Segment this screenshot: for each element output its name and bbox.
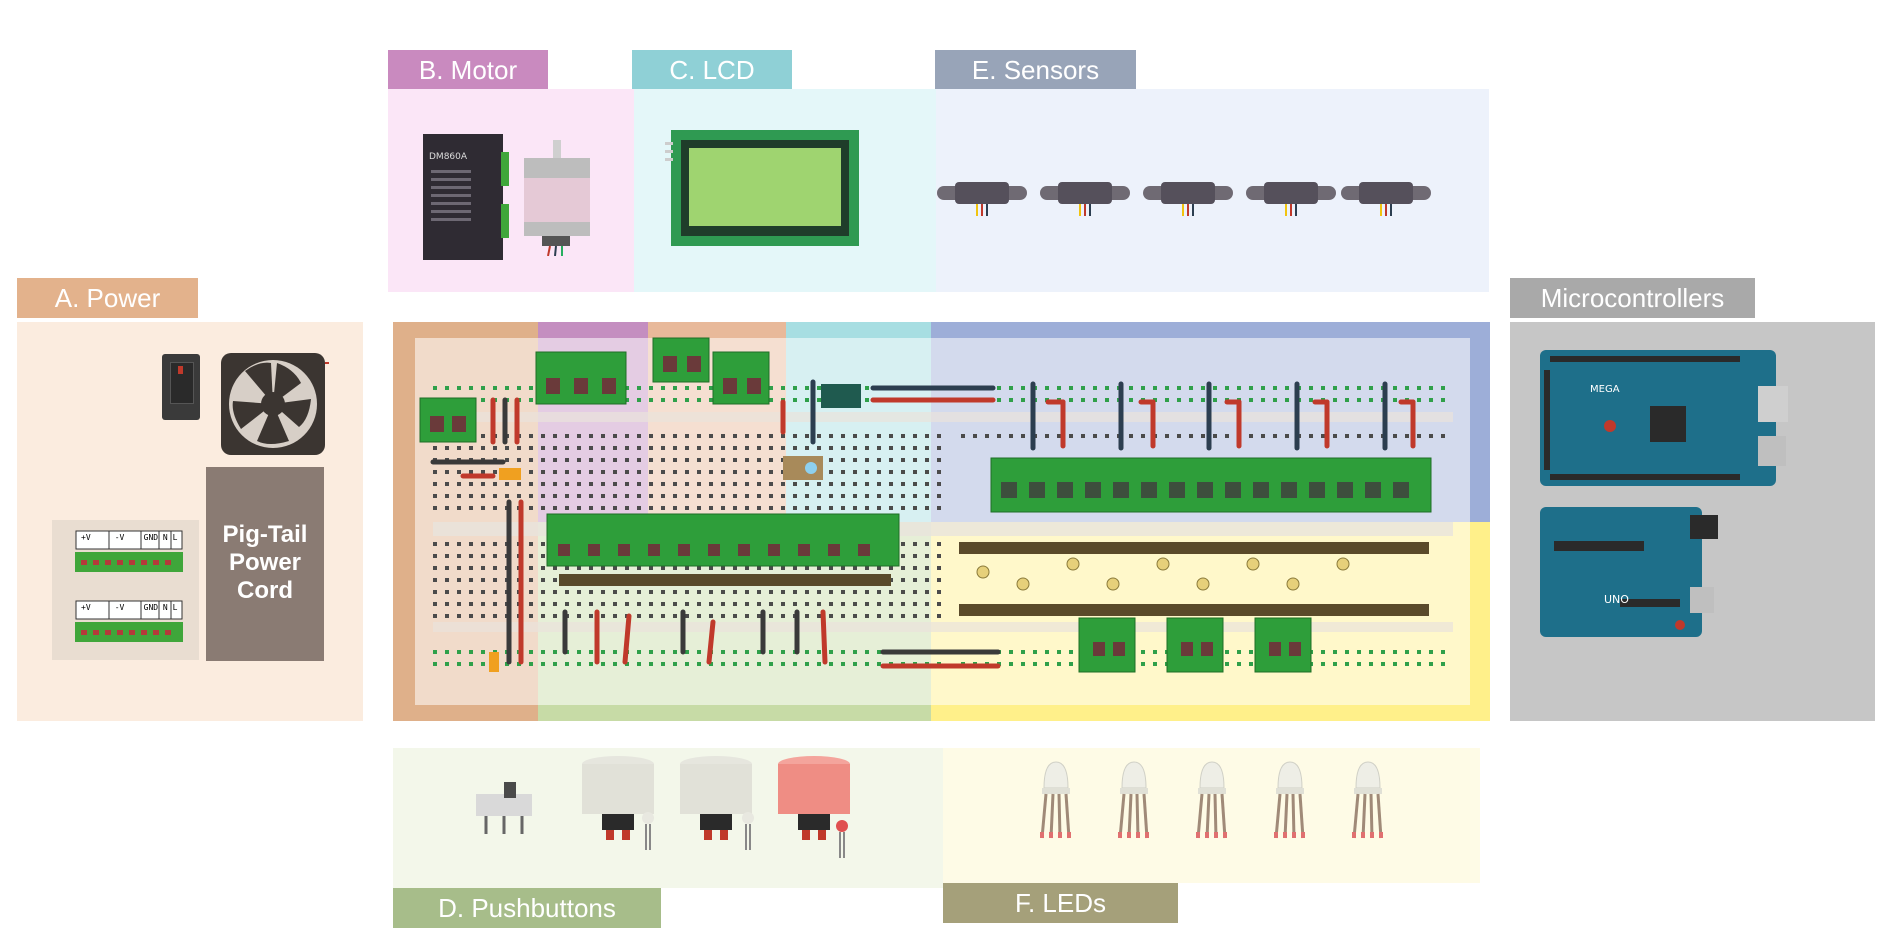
rgb-led-4 (1272, 758, 1308, 842)
label-leds: F. LEDs (943, 883, 1178, 923)
sensor-3 (1143, 182, 1233, 218)
label-lcd: C. LCD (632, 50, 792, 90)
pushbutton-3 (774, 754, 854, 850)
terminal-header-2: +V -V GND N L (81, 603, 178, 612)
power-terminal-block-1: +V -V GND N L (75, 530, 183, 574)
power-terminal-block-2: +V -V GND N L (75, 600, 183, 644)
slide-switch (476, 780, 532, 836)
lcd-display (665, 128, 861, 248)
label-pushbuttons: D. Pushbuttons (393, 888, 661, 928)
label-sensors: E. Sensors (935, 50, 1136, 90)
arduino-uno-board: UNO (1540, 507, 1720, 637)
rgb-led-5 (1350, 758, 1386, 842)
label-motor: B. Motor (388, 50, 548, 90)
arduino-mega-board: MEGA (1540, 350, 1790, 486)
small-led-2 (740, 810, 756, 852)
uno-label: UNO (1604, 593, 1629, 606)
pushbutton-1 (578, 754, 658, 850)
pigtail-line-1: Pig-Tail (222, 521, 308, 548)
rgb-led-3 (1194, 758, 1230, 842)
rocker-switch (162, 354, 200, 420)
sensor-2 (1040, 182, 1130, 218)
mega-label: MEGA (1590, 384, 1620, 395)
stepper-motor (522, 140, 592, 257)
pushbutton-2 (676, 754, 756, 850)
rgb-led-2 (1116, 758, 1152, 842)
driver-label: DM860A (429, 152, 468, 162)
pigtail-line-2: Power (228, 549, 302, 576)
pigtail-line-3: Cord (237, 577, 293, 604)
sensor-4 (1246, 182, 1336, 218)
sensor-5 (1341, 182, 1431, 218)
fan-icon (219, 351, 329, 457)
sensor-1 (937, 182, 1027, 218)
pigtail-power-cord: Pig-Tail Power Cord (206, 467, 324, 661)
stepper-driver: DM860A (423, 134, 509, 260)
label-microcontrollers: Microcontrollers (1510, 278, 1755, 318)
small-led-1 (640, 810, 656, 852)
small-led-red (834, 818, 850, 860)
rgb-led-1 (1038, 758, 1074, 842)
breadboard-assembly (393, 322, 1490, 721)
label-power: A. Power (17, 278, 198, 318)
terminal-header-1: +V -V GND N L (81, 533, 178, 542)
